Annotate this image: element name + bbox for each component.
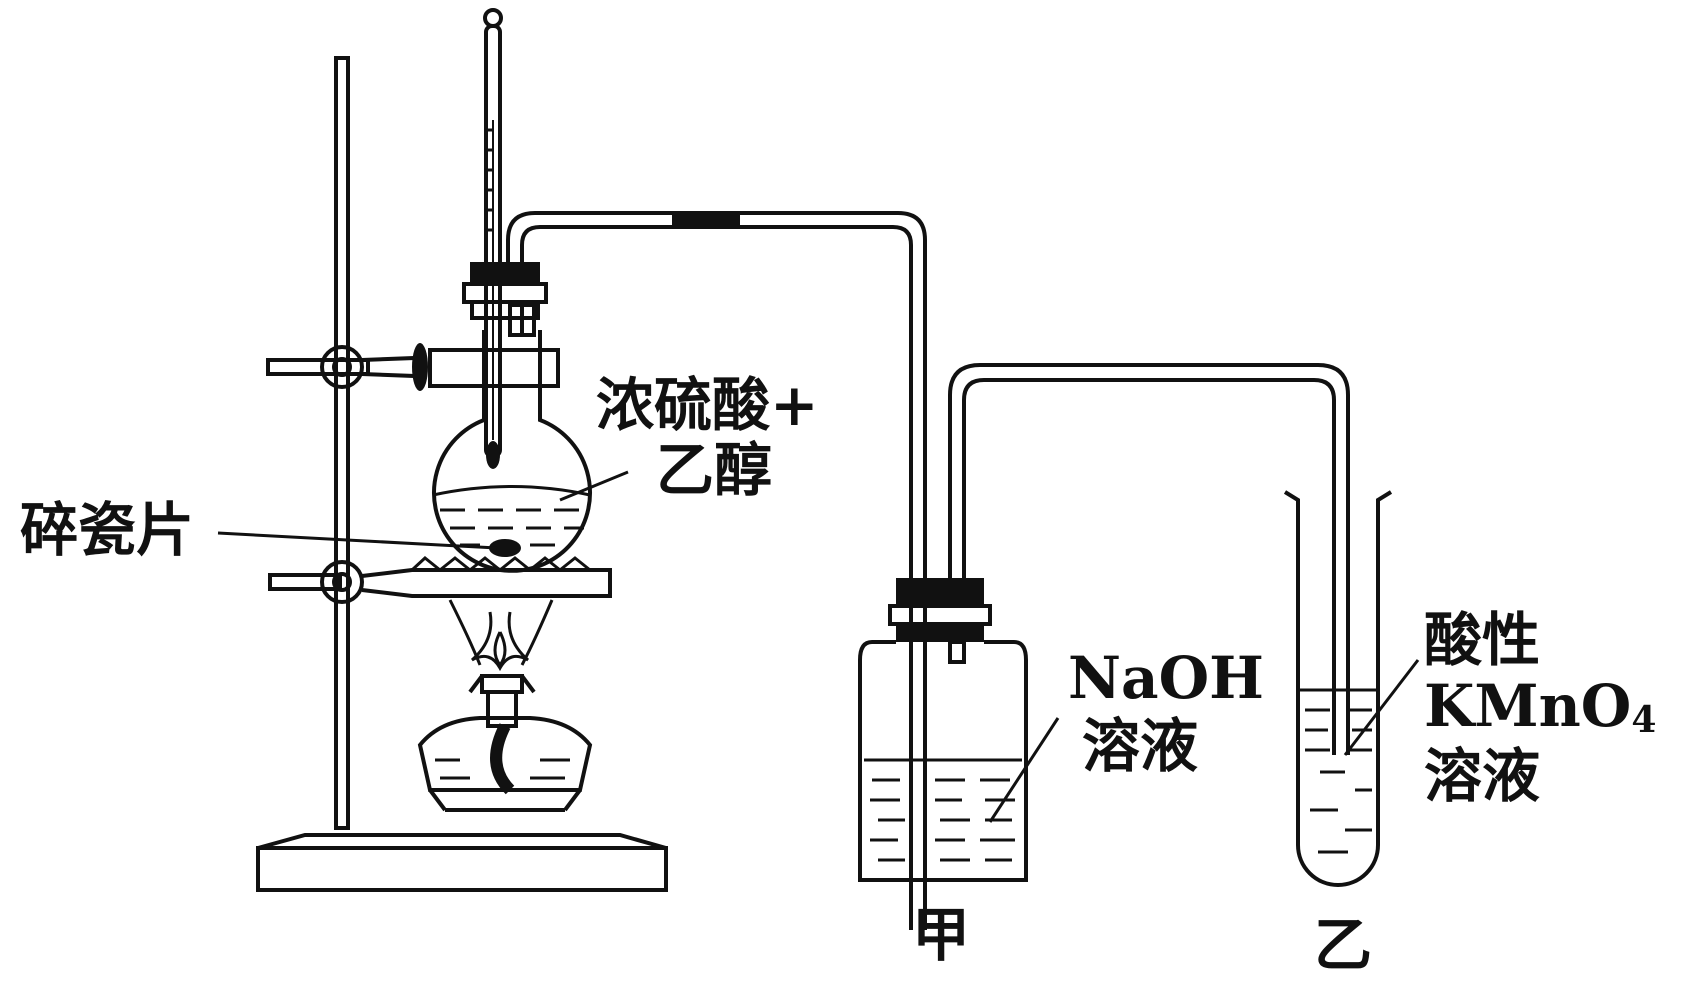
label-naoh-line2: 溶液 [1082,712,1198,780]
clamp-knob-upper [320,345,364,389]
label-kmno4-line1: 酸性 [1424,606,1540,674]
lamp-wick [490,723,515,795]
label-kmno4-line2: KMnO4 [1424,672,1656,741]
thermometer [483,8,503,469]
test-tube-body [1283,490,1393,887]
flask-liquid [440,508,584,547]
iron-stand [256,56,668,892]
lower-clamp [268,556,612,604]
test-tube-yi [1283,490,1393,887]
delivery-tube-2 [948,363,1350,755]
leader-acid [559,470,629,502]
label-naoh-line1: NaOH [1068,644,1264,712]
label-vessel-jia: 甲 [912,901,970,969]
label-kmno4-main: KMnO [1424,672,1631,740]
rubber-connector [672,211,740,229]
delivery-tube-1 [506,211,927,930]
clamp-knob-lower [320,560,364,604]
labels: 浓硫酸+ 乙醇 碎瓷片 NaOH 溶液 酸性 KMnO4 溶液 甲 乙 [20,371,1656,979]
label-vessel-yi: 乙 [1314,911,1372,979]
flask-liquid-surface [432,485,591,497]
wash-bottle-jia [858,578,1028,882]
gauze-ring [361,568,612,598]
label-kmno4-sub: 4 [1631,699,1656,741]
bottle-body [858,640,1028,882]
lamp-body [417,716,593,792]
leader-naoh [988,717,1060,823]
naoh-liquid [864,758,1022,862]
leader-chips [217,531,498,550]
label-acid-line1: 浓硫酸+ [596,371,819,439]
stand-rod [334,56,350,830]
flame-outer [471,611,529,672]
kmno4-liquid [1300,688,1376,854]
label-acid-line2: 乙醇 [656,436,772,504]
bottle-stopper [896,578,984,606]
flask-stopper [470,262,540,284]
clamp-screw-upper [412,343,428,391]
alcohol-lamp [417,599,593,812]
label-chips: 碎瓷片 [20,496,194,564]
label-kmno4-line3: 溶液 [1424,742,1540,810]
porcelain-chips [489,539,521,557]
leader-kmno4 [1343,659,1420,756]
stand-base [256,846,668,892]
flame-inner [493,631,507,668]
upper-clamp [266,343,560,391]
leader-lines [217,470,1420,823]
